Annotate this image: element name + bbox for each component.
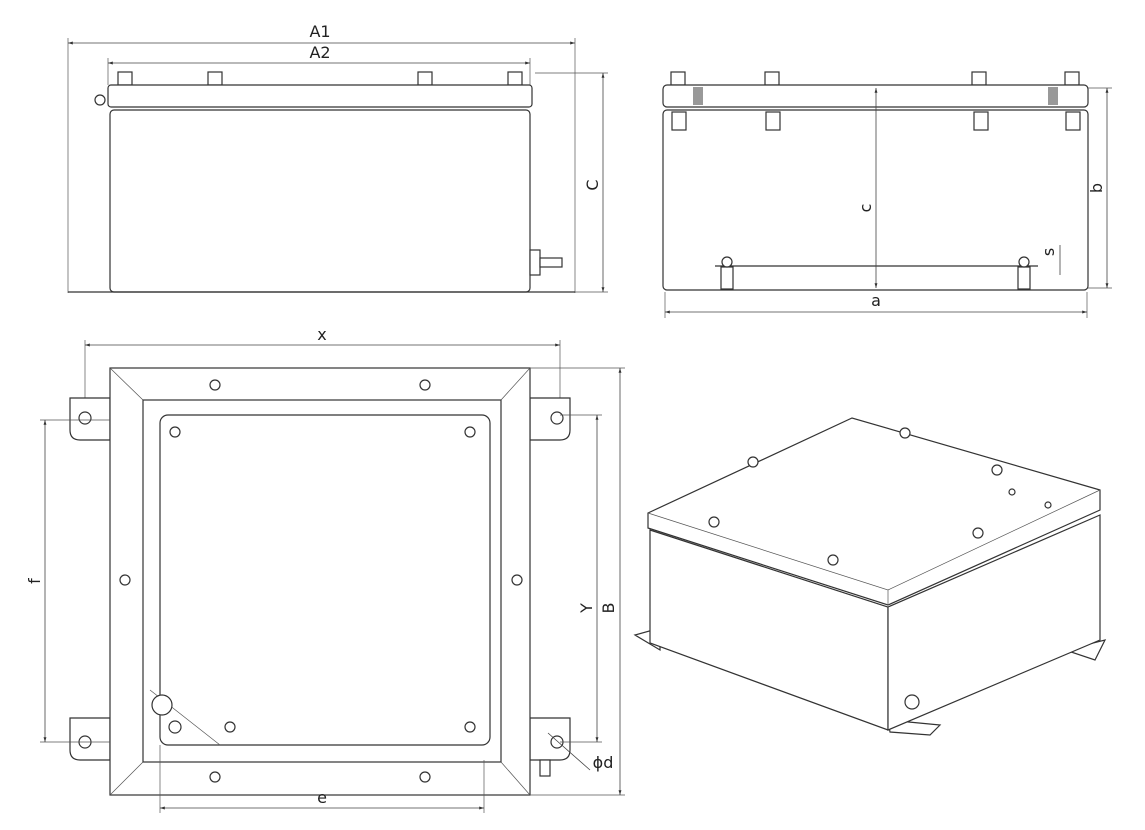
- lid-bolts: [708, 427, 1052, 566]
- enclosure-body: [109, 109, 531, 293]
- side-view: c b s a: [662, 71, 1112, 318]
- lid: [647, 417, 1101, 606]
- cable-gland: [529, 249, 541, 276]
- dimension-label-c-lower: c: [856, 204, 875, 213]
- dimension-label-s: s: [1039, 248, 1058, 256]
- dimension-label-c-upper: C: [583, 179, 602, 190]
- dimension-label-b-outer: B: [599, 603, 618, 614]
- bolts: [117, 71, 523, 86]
- dimension-label-phi-d: ϕd: [593, 753, 614, 772]
- dimension-label-f: f: [25, 578, 44, 584]
- hinge-icon: [94, 94, 106, 106]
- dimension-label-e: e: [317, 788, 327, 807]
- gasket: [693, 87, 703, 105]
- dimension-label-a2: A2: [309, 43, 330, 62]
- mounting-ears: [69, 397, 571, 761]
- cover-panel: [159, 414, 491, 746]
- ground-icon: [151, 694, 173, 716]
- cable-gland-icon: [904, 694, 920, 710]
- front-view: A1 A2 C: [67, 22, 608, 293]
- top-view: x f Y B ϕd e: [25, 325, 625, 813]
- dimension-label-a: a: [871, 291, 881, 310]
- lid: [662, 84, 1089, 108]
- screws: [119, 379, 523, 783]
- dimension-label-x: x: [317, 325, 326, 344]
- side-face: [887, 514, 1101, 731]
- dimension-label-a1: A1: [309, 22, 330, 41]
- dimension-label-b: b: [1087, 183, 1106, 193]
- dimension-label-y: Y: [577, 603, 596, 614]
- lid: [107, 84, 533, 108]
- isometric-view: [633, 417, 1107, 736]
